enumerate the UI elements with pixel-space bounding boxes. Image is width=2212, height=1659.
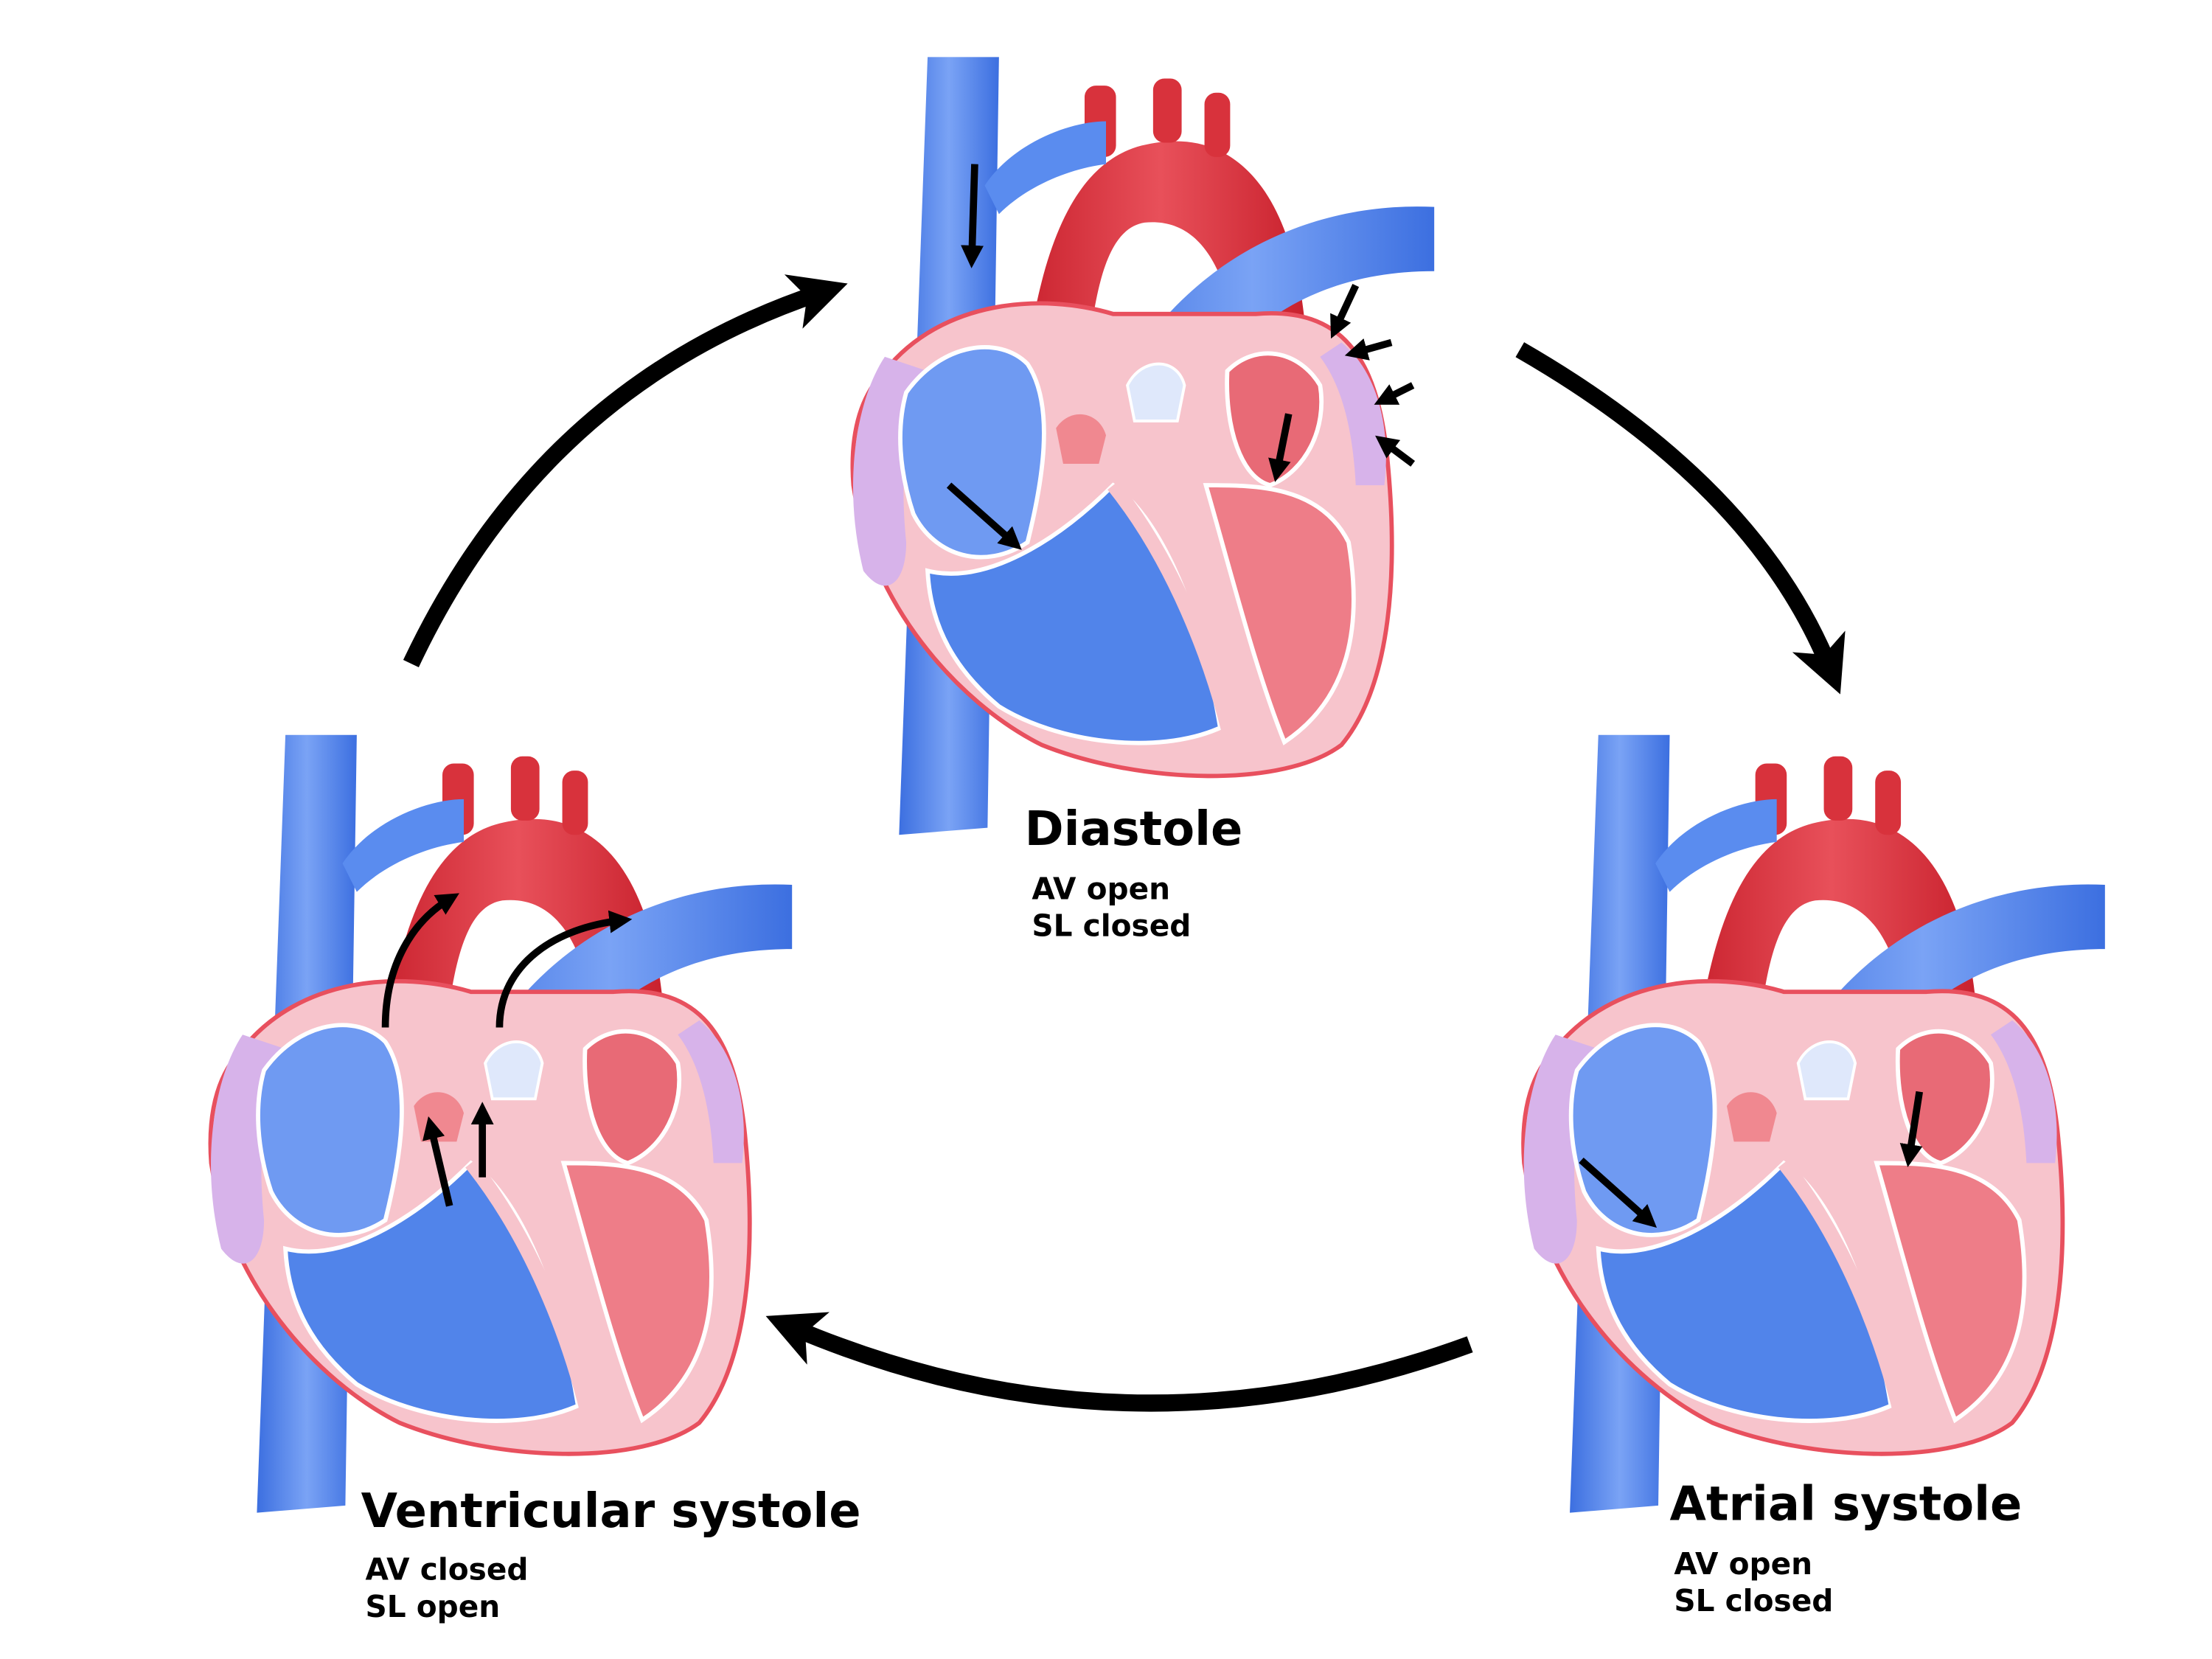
phase-title: Atrial systole [1670, 1477, 2023, 1531]
arrow-ventricular-to-diastole [403, 274, 848, 667]
av-state: AV closed [365, 1552, 528, 1587]
heart-ventricular-systole [210, 735, 792, 1513]
label-atrial-systole: Atrial systole AV open SL closed [1670, 1477, 2023, 1618]
arrow-atrial-to-ventricular [765, 1312, 1473, 1412]
phase-title: Ventricular systole [361, 1484, 861, 1539]
flow-arrows [946, 164, 1416, 550]
av-state: AV open [1032, 871, 1170, 906]
phase-title: Diastole [1025, 802, 1243, 857]
flow-arrows [1579, 1091, 1924, 1228]
sl-state: SL closed [1674, 1583, 1833, 1618]
cycle-arrows [403, 274, 1846, 1412]
sl-state: SL closed [1032, 908, 1191, 944]
arrow-diastole-to-atrial [1515, 342, 1846, 695]
label-diastole: Diastole AV open SL closed [1025, 802, 1243, 944]
label-ventricular-systole: Ventricular systole AV closed SL open [361, 1484, 861, 1624]
av-state: AV open [1674, 1546, 1812, 1582]
heart-atrial-systole [1523, 735, 2105, 1513]
flow-arrows [381, 893, 633, 1207]
heart-diastole [852, 57, 1434, 835]
sl-state: SL open [365, 1589, 500, 1624]
